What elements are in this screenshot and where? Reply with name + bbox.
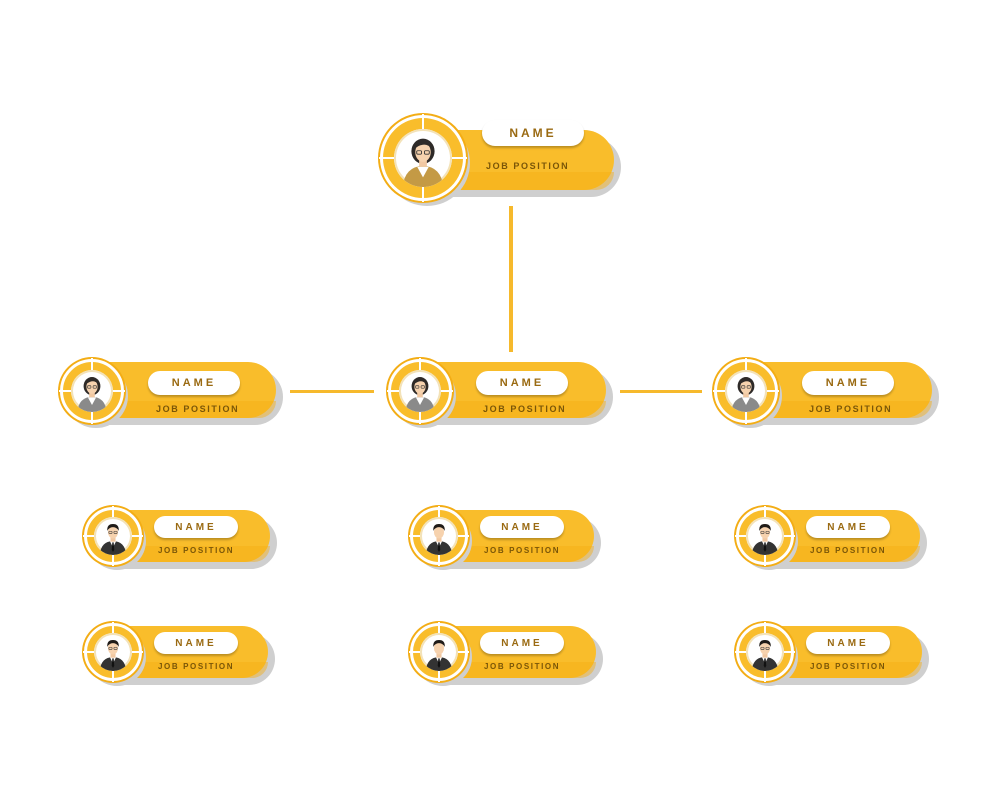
job-position-label: JOB POSITION (483, 404, 567, 414)
org-node-top[interactable]: NAME JOB POSITION (379, 114, 614, 202)
job-position-label: JOB POSITION (484, 662, 561, 671)
connector-middle-to-right (620, 390, 702, 393)
name-label: NAME (480, 632, 564, 654)
name-label: NAME (476, 371, 568, 395)
job-position-label: JOB POSITION (158, 546, 235, 555)
name-label: NAME (482, 120, 584, 146)
avatar-ring (59, 358, 125, 424)
woman-brown-jacket-icon (394, 129, 452, 187)
man-dark-suit-icon (746, 517, 784, 555)
org-node-row3-center[interactable]: NAME JOB POSITION (409, 506, 594, 566)
woman-gray-jacket-icon (399, 370, 441, 412)
org-node-row4-center[interactable]: NAME JOB POSITION (409, 622, 596, 682)
org-node-row4-left[interactable]: NAME JOB POSITION (83, 622, 268, 682)
job-position-label: JOB POSITION (810, 662, 887, 671)
man-dark-suit-icon (420, 517, 458, 555)
name-label: NAME (806, 632, 890, 654)
org-node-mid-left[interactable]: NAME JOB POSITION (59, 358, 276, 424)
name-label: NAME (148, 371, 240, 395)
name-label: NAME (802, 371, 894, 395)
org-node-row3-right[interactable]: NAME JOB POSITION (735, 506, 920, 566)
job-position-label: JOB POSITION (156, 404, 240, 414)
job-position-label: JOB POSITION (484, 546, 561, 555)
name-label: NAME (480, 516, 564, 538)
woman-gray-jacket-icon (71, 370, 113, 412)
org-node-mid-center[interactable]: NAME JOB POSITION (387, 358, 606, 424)
man-dark-suit-icon (94, 517, 132, 555)
job-position-label: JOB POSITION (809, 404, 893, 414)
name-label: NAME (154, 632, 238, 654)
job-position-label: JOB POSITION (158, 662, 235, 671)
man-dark-suit-icon (94, 633, 132, 671)
name-label: NAME (806, 516, 890, 538)
org-node-mid-right[interactable]: NAME JOB POSITION (713, 358, 932, 424)
name-label: NAME (154, 516, 238, 538)
org-node-row3-left[interactable]: NAME JOB POSITION (83, 506, 270, 566)
job-position-label: JOB POSITION (486, 161, 570, 171)
connector-top-to-middle (509, 206, 513, 352)
connector-middle-to-left (290, 390, 374, 393)
woman-gray-jacket-icon (725, 370, 767, 412)
man-dark-suit-icon (746, 633, 784, 671)
job-position-label: JOB POSITION (810, 546, 887, 555)
man-dark-suit-icon (420, 633, 458, 671)
org-node-row4-right[interactable]: NAME JOB POSITION (735, 622, 922, 682)
